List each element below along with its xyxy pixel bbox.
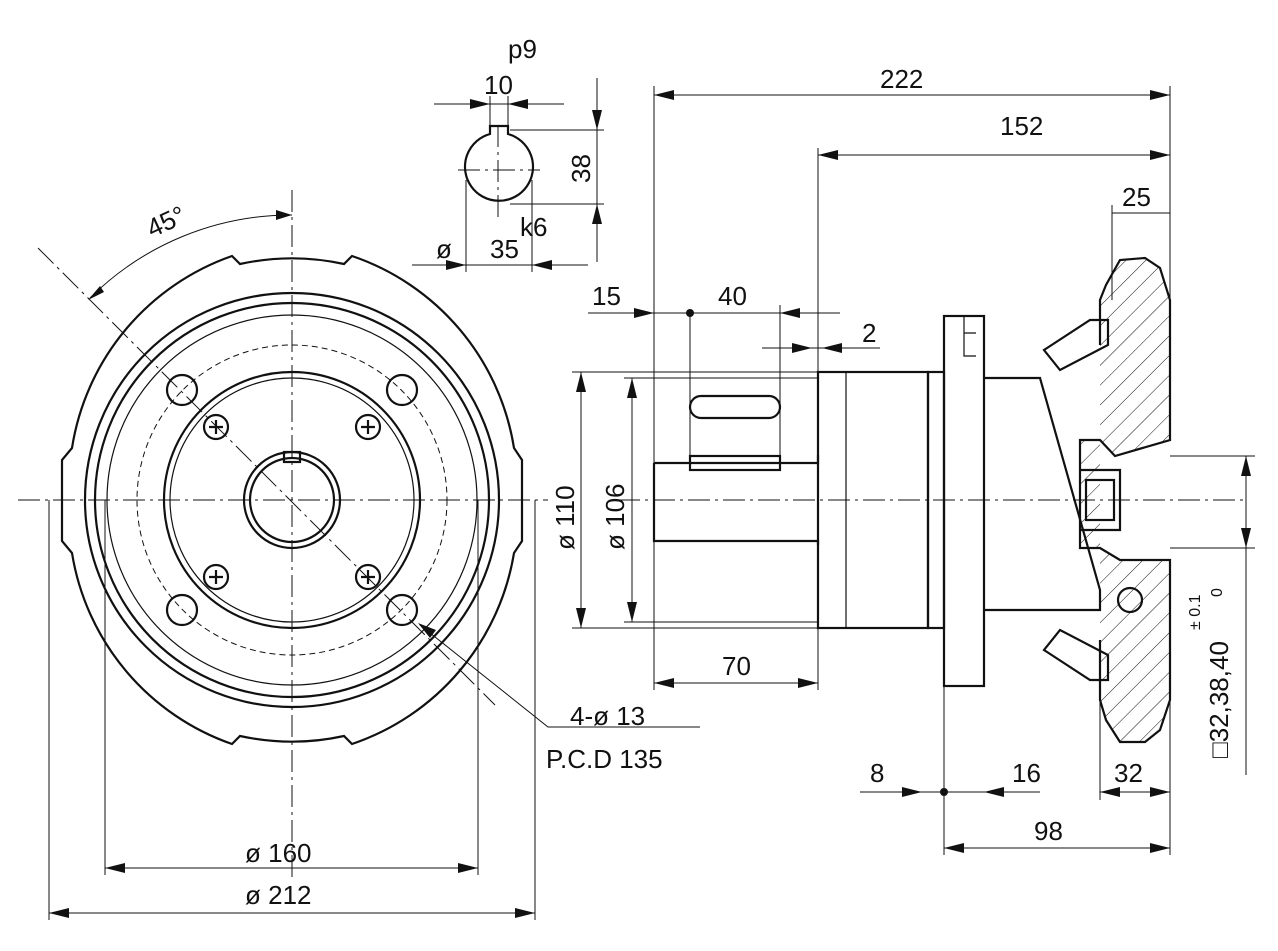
arrowhead — [780, 308, 800, 318]
dim-8-label: 8 — [870, 758, 884, 788]
body-ring-inner — [169, 377, 415, 623]
dim-106-label: ø 106 — [600, 484, 630, 551]
arrowhead — [88, 286, 104, 300]
angle-label: 45° — [142, 200, 190, 244]
arrowhead — [944, 843, 964, 853]
shaft-key-slot — [282, 450, 302, 464]
housing-ring-outer — [93, 301, 491, 699]
square-tol-upper: ± 0.1 — [1187, 594, 1204, 630]
arrowhead — [592, 110, 602, 130]
arrowhead — [1241, 528, 1251, 548]
arrowhead — [627, 378, 637, 398]
arrowhead — [1150, 843, 1170, 853]
dim-25-label: 25 — [1122, 182, 1151, 212]
dim-32-label: 32 — [1114, 758, 1143, 788]
diagonal-centerline — [37, 247, 496, 706]
arrowhead — [1150, 150, 1170, 160]
arrowhead — [1100, 787, 1120, 797]
key-slot — [688, 394, 782, 420]
flange-inner-ring — [83, 291, 501, 709]
dim-160-label: ø 160 — [245, 838, 312, 868]
shaft-dia-symbol: ø — [436, 234, 452, 264]
set-screw — [1116, 586, 1144, 614]
arrowhead — [1150, 787, 1170, 797]
arrowhead — [576, 608, 586, 628]
hub-insert — [1084, 478, 1116, 522]
shaft-ring-inner — [248, 456, 336, 544]
arrowhead — [592, 204, 602, 224]
outer-flange-outline — [60, 254, 524, 746]
dim-212-label: ø 212 — [245, 880, 312, 910]
arrowhead — [576, 372, 586, 392]
dim-dot — [940, 788, 948, 796]
arrowhead — [984, 787, 1004, 797]
arrowhead — [654, 678, 674, 688]
dim-2-label: 2 — [862, 318, 876, 348]
screw — [354, 413, 382, 441]
arrowhead — [49, 908, 69, 918]
screw — [202, 413, 230, 441]
arrowhead — [418, 623, 436, 638]
pcd-circle — [136, 344, 448, 656]
pcd-label: P.C.D 135 — [546, 744, 663, 774]
arrowhead — [818, 150, 838, 160]
keyway-depth-label: 38 — [566, 154, 596, 183]
screw — [354, 563, 382, 591]
square-tol-lower: 0 — [1209, 588, 1226, 597]
dim-110-label: ø 110 — [550, 485, 580, 550]
keyway-tol-label: p9 — [508, 34, 537, 64]
shaft-dia-label: 35 — [490, 234, 519, 264]
rim-hatching — [1080, 258, 1170, 742]
shaft-tol-label: k6 — [520, 212, 547, 242]
flange-detail — [963, 316, 976, 357]
arrowhead — [105, 863, 125, 873]
dim-40-label: 40 — [718, 281, 747, 311]
arrowhead — [822, 343, 842, 353]
shaft-section-detail: 10 p9 38 ø 35 k6 — [412, 34, 604, 272]
dim-98-label: 98 — [1034, 816, 1063, 846]
arrowhead — [1241, 456, 1251, 476]
arrowhead — [515, 908, 535, 918]
arrowhead — [508, 99, 528, 109]
arrowhead — [532, 260, 552, 270]
mount-hole — [385, 593, 419, 627]
arrowhead — [792, 343, 812, 353]
arrowhead — [470, 99, 490, 109]
arrowhead — [654, 90, 674, 100]
shaft-section-outline — [463, 124, 535, 202]
hub-bore — [1080, 468, 1122, 532]
arrowhead — [627, 602, 637, 622]
keyway-width-label: 10 — [484, 70, 513, 100]
arrowhead — [1150, 90, 1170, 100]
arrowhead — [276, 210, 292, 220]
arrowhead — [634, 308, 654, 318]
housing-ring-inner — [106, 314, 478, 686]
mount-hole — [165, 593, 199, 627]
screw — [202, 563, 230, 591]
body-ring-outer — [162, 370, 422, 630]
arrowhead — [902, 787, 922, 797]
square-bore-label: □32,38,40 — [1204, 641, 1234, 758]
dim-152-label: 152 — [1000, 111, 1043, 141]
angle-arc — [89, 214, 293, 299]
front-view: 45° 4-ø 13 P.C.D 135 ø 160 ø 212 — [18, 190, 700, 920]
side-view: □32,38,40 ± 0.1 0 222 152 25 15 40 2 — [550, 64, 1255, 855]
arrowhead — [798, 678, 818, 688]
spoke-bottom — [1042, 628, 1110, 682]
mount-hole — [165, 373, 199, 407]
spoke-top — [1042, 318, 1110, 372]
dim-222-label: 222 — [880, 64, 923, 94]
dim-15-label: 15 — [592, 281, 621, 311]
holes-label: 4-ø 13 — [570, 701, 645, 731]
dim-16-label: 16 — [1012, 758, 1041, 788]
holes-leader — [419, 624, 700, 728]
arrowhead — [458, 863, 478, 873]
mount-hole — [385, 373, 419, 407]
arrowhead — [446, 260, 466, 270]
mount-flange — [942, 314, 986, 688]
dim-70-label: 70 — [722, 651, 751, 681]
key — [688, 454, 782, 472]
